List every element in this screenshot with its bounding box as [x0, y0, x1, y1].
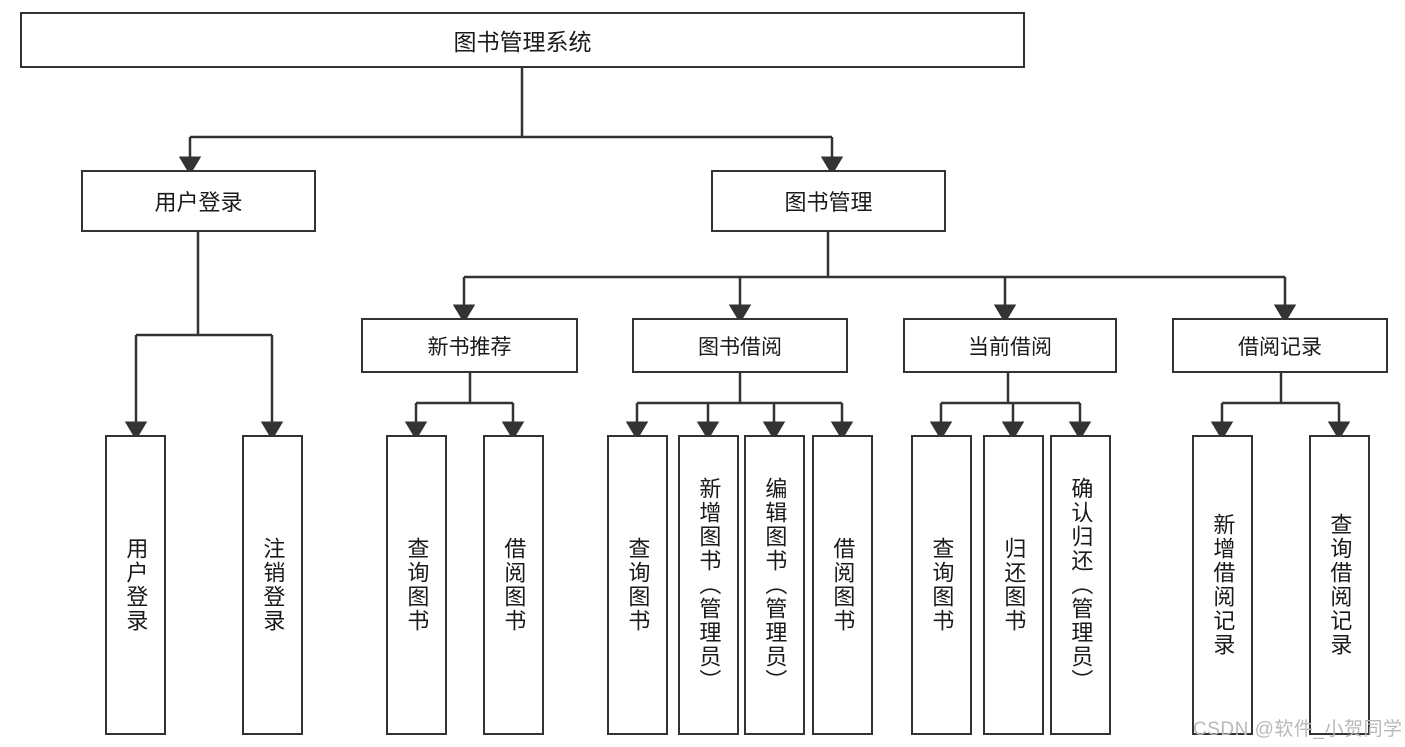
node-leaf-add-book-admin[interactable]: 新增图书（管理员） [678, 435, 739, 735]
leaf-label: 查询借阅记录 [1327, 513, 1353, 657]
node-root-label: 图书管理系统 [453, 29, 592, 55]
leaf-label: 借阅图书 [501, 537, 527, 633]
node-leaf-query-book-2[interactable]: 查询图书 [607, 435, 668, 735]
node-leaf-confirm-return-admin[interactable]: 确认归还（管理员） [1050, 435, 1111, 735]
leaf-label: 新增借阅记录 [1210, 513, 1236, 657]
node-leaf-query-book-3[interactable]: 查询图书 [911, 435, 972, 735]
node-leaf-add-borrow-record[interactable]: 新增借阅记录 [1192, 435, 1253, 735]
node-current-borrow[interactable]: 当前借阅 [903, 318, 1117, 373]
leaf-label: 归还图书 [1001, 537, 1027, 633]
node-user-login-label: 用户登录 [154, 190, 243, 215]
leaf-label: 注销登录 [260, 537, 286, 633]
node-book-management[interactable]: 图书管理 [711, 170, 946, 232]
leaf-label: 查询图书 [929, 537, 955, 633]
node-borrow-record[interactable]: 借阅记录 [1172, 318, 1388, 373]
node-user-login[interactable]: 用户登录 [81, 170, 316, 232]
node-borrow-record-label: 借阅记录 [1238, 335, 1322, 359]
leaf-label: 确认归还（管理员） [1068, 477, 1094, 693]
leaf-label: 编辑图书（管理员） [762, 477, 788, 693]
leaf-label: 新增图书（管理员） [696, 477, 722, 693]
leaf-label: 查询图书 [404, 537, 430, 633]
node-root[interactable]: 图书管理系统 [20, 12, 1025, 68]
node-leaf-query-book-1[interactable]: 查询图书 [386, 435, 447, 735]
node-book-borrow-label: 图书借阅 [698, 335, 782, 359]
node-leaf-return-book[interactable]: 归还图书 [983, 435, 1044, 735]
node-book-management-label: 图书管理 [784, 190, 873, 215]
leaf-label: 用户登录 [123, 537, 149, 633]
node-leaf-query-borrow-record[interactable]: 查询借阅记录 [1309, 435, 1370, 735]
node-leaf-edit-book-admin[interactable]: 编辑图书（管理员） [744, 435, 805, 735]
node-leaf-borrow-book-1[interactable]: 借阅图书 [483, 435, 544, 735]
node-leaf-user-login[interactable]: 用户登录 [105, 435, 166, 735]
node-leaf-logout-login[interactable]: 注销登录 [242, 435, 303, 735]
csdn-watermark: CSDN @软件_小贺同学 [1193, 719, 1403, 740]
node-current-borrow-label: 当前借阅 [968, 335, 1052, 359]
leaf-label: 查询图书 [625, 537, 651, 633]
node-new-book-recommend[interactable]: 新书推荐 [361, 318, 578, 373]
node-new-book-recommend-label: 新书推荐 [427, 335, 512, 359]
leaf-label: 借阅图书 [830, 537, 856, 633]
node-leaf-borrow-book-2[interactable]: 借阅图书 [812, 435, 873, 735]
node-book-borrow[interactable]: 图书借阅 [632, 318, 848, 373]
